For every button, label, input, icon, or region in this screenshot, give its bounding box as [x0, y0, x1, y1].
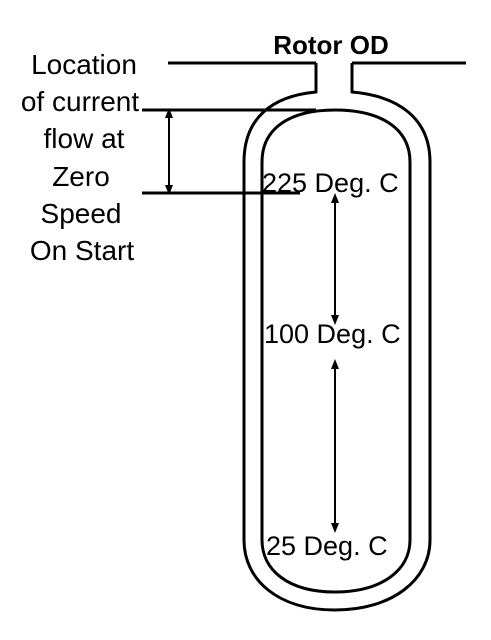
- temperature-label-middle: 100 Deg. C: [264, 319, 401, 349]
- side-label-line-4: Zero: [52, 161, 110, 192]
- side-label-line-6: On Start: [30, 235, 134, 266]
- side-label-line-2: of current: [21, 86, 139, 117]
- rotor-od-title: Rotor OD: [273, 30, 389, 60]
- side-label-line-1: Location: [31, 49, 137, 80]
- rotor-bar-inner-outline: [260, 108, 412, 594]
- temperature-label-top: 225 Deg. C: [262, 168, 399, 198]
- current-flow-location-label: Location of current flow at Zero Speed O…: [21, 49, 139, 266]
- rotor-slot-outer-outline: [242, 63, 432, 612]
- side-label-line-3: flow at: [44, 123, 125, 154]
- temperature-label-bottom: 25 Deg. C: [266, 531, 388, 561]
- side-label-line-5: Speed: [41, 198, 122, 229]
